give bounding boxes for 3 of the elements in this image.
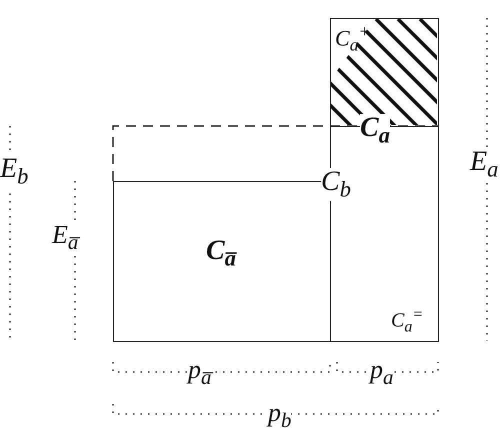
region-label: C$_{a̅}$ bbox=[206, 237, 236, 270]
region-label: C$_{b}$ bbox=[321, 168, 351, 201]
dimension-label: E$_{b}$ bbox=[0, 155, 28, 188]
